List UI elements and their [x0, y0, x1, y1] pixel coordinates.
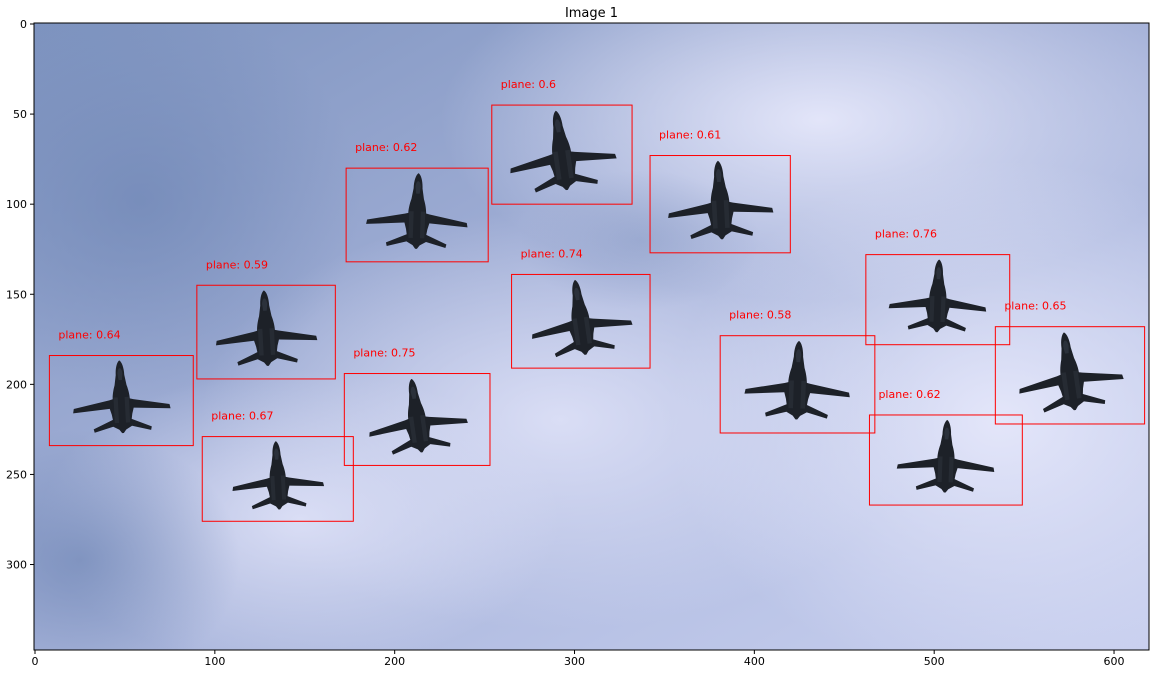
detection-box-8: [48, 355, 194, 447]
plot-frame: [33, 22, 1150, 651]
detection-box-12: [868, 414, 1023, 506]
detection-boxes: plane: 0.6 plane: 0.61 plane: 0.62 plane: 0…: [48, 78, 1146, 522]
x-tick-label: 500: [924, 655, 945, 668]
x-axis: 0 100 200 300 400 500 600: [32, 650, 1125, 668]
x-tick-label: 300: [564, 655, 585, 668]
x-tick-label: 600: [1104, 655, 1125, 668]
y-tick-label: 150: [6, 288, 27, 301]
detection-box-7: [994, 326, 1146, 425]
detection-label-12: plane: 0.62: [878, 388, 940, 401]
y-tick-label: 200: [6, 378, 27, 391]
detection-box-1: [491, 104, 633, 205]
detection-label-11: plane: 0.67: [211, 410, 273, 423]
detection-box-10: [343, 373, 491, 466]
y-tick-label: 50: [13, 108, 27, 121]
detection-box-9: [719, 335, 876, 434]
detection-label-3: plane: 0.62: [355, 141, 417, 154]
detection-label-1: plane: 0.6: [501, 78, 556, 91]
detection-box-4: [511, 273, 651, 369]
x-tick-label: 400: [744, 655, 765, 668]
detection-box-2: [649, 155, 791, 254]
detection-box-3: [345, 167, 489, 263]
figure-title: Image 1: [565, 6, 618, 21]
detection-label-8: plane: 0.64: [58, 329, 120, 342]
detection-label-7: plane: 0.65: [1004, 300, 1066, 313]
detection-label-10: plane: 0.75: [353, 347, 415, 360]
detection-box-5: [196, 284, 336, 380]
y-tick-label: 300: [6, 559, 27, 572]
x-tick-label: 100: [204, 655, 225, 668]
detection-box-11: [201, 436, 354, 522]
y-tick-label: 0: [20, 18, 27, 31]
y-axis: 0 50 100 150 200 250 300: [6, 18, 34, 572]
detection-label-5: plane: 0.59: [206, 258, 268, 271]
detection-label-6: plane: 0.76: [875, 228, 937, 241]
detection-label-9: plane: 0.58: [729, 309, 791, 322]
x-tick-label: 0: [32, 655, 39, 668]
detection-label-2: plane: 0.61: [659, 129, 721, 142]
detection-label-4: plane: 0.74: [521, 247, 583, 260]
y-tick-label: 250: [6, 468, 27, 481]
detection-box-6: [865, 254, 1011, 346]
y-tick-label: 100: [6, 198, 27, 211]
x-tick-label: 200: [384, 655, 405, 668]
